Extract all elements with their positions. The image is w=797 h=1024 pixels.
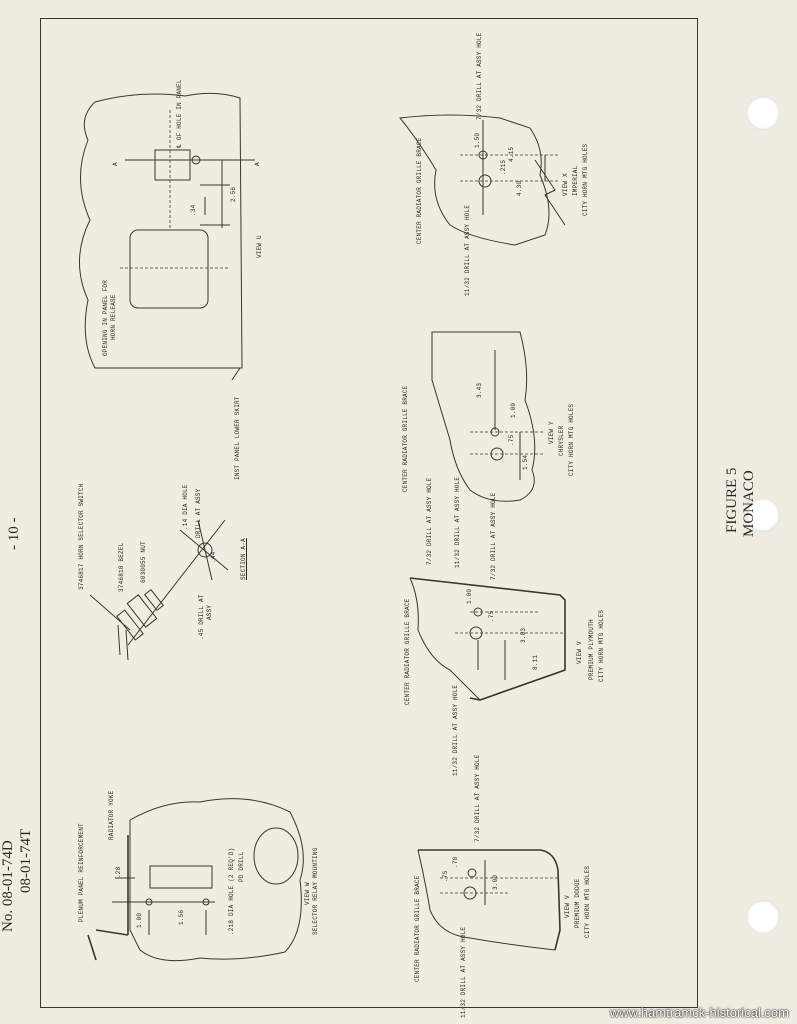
view-u-opening-label-line2: HORN RELEASE [110,294,117,340]
view-x-drawing [399,114,566,246]
section-aa-title: SECTION A-A [240,538,247,580]
view-w-title: VIEW W [304,882,311,905]
section-aa-drawing [89,519,229,661]
section-aa-switch-label: 3746817 HORN SELECTOR SWITCH [78,483,85,590]
view-v-plymouth-make: PREMIUM PLYMOUTH [588,619,595,680]
page-border [40,18,698,1008]
view-x-brace-label: CENTER RADIATOR GRILLE BRACE [416,137,423,244]
view-x-drill-top: 7/32 DRILL AT ASSY HOLE [476,32,483,120]
view-x-dim-430: 4.30 [516,180,523,196]
figure-label: FIGURE 5 [724,467,740,533]
view-y-make: CHRYSLER [558,425,565,456]
view-x-title: VIEW X [562,173,569,196]
view-w-dim-100: 1.00 [136,912,143,928]
view-w-dim-156: 1.56 [178,909,185,925]
view-v-dodge-holes: CITY HORN MTG HOLES [584,865,591,938]
section-aa-bezel-label: 3746818 BEZEL [118,542,125,592]
view-x-make: IMPERIAL [572,165,579,196]
view-v-dodge-dim-300: 3.00 [492,874,499,890]
view-u-dim-256: 2.56 [230,186,237,202]
view-x-dim-415: 4.15 [508,146,515,162]
view-v-dodge-drill-bottom: 11/32 DRILL AT ASSY HOLE [460,926,467,1018]
view-v-plymouth-dim-811: 8.11 [532,654,539,670]
view-v-plymouth-drawing [409,577,566,701]
view-v-plymouth-brace-label: CENTER RADIATOR GRILLE BRACE [404,598,411,705]
view-v-dodge-drawing [417,849,561,951]
view-u-dim-034: .34 [190,204,197,216]
view-u-opening-label-line1: OPENING IN PANEL FOR [102,279,109,356]
document-number-1: No. 08-01-74D [0,840,16,932]
document-number-2: 08-01-74T [18,828,34,893]
section-aa-dim-044: .44 [210,551,217,563]
view-y-holes: CITY HORN MTG HOLES [568,403,575,476]
view-y-dim-100: 1.00 [510,402,517,418]
view-w-yoke-label: RADIATOR YOKE [108,790,115,840]
view-v-plymouth-holes: CITY HORN MTG HOLES [598,609,605,682]
punch-hole-bottom [746,900,780,934]
view-w-drawing [87,798,304,962]
section-aa-nut-label: 6030055 NUT [140,541,147,583]
view-u-section-marker-right: A [254,162,261,166]
view-x-drill-bottom: 11/32 DRILL AT ASSY HOLE [464,204,471,296]
view-u-section-marker-left: A [112,162,119,166]
watermark-url: www.hamtramck-historical.com [609,1005,789,1020]
view-y-drawing [431,331,545,502]
section-aa-drill-line1: .45 DRILL AT [198,594,205,640]
view-v-plymouth-title: VIEW V [576,641,583,664]
view-v-plymouth-dim-075: .75 [488,610,495,622]
view-v-dodge-title: VIEW V [564,895,571,918]
view-y-title: VIEW Y [548,421,555,444]
view-x-dim-150: 1.50 [474,132,481,148]
view-y-dim-154: 1.54 [522,454,529,470]
punch-hole-top [746,96,780,130]
view-u-title: VIEW U [256,235,263,258]
view-w-dim-028: .28 [115,866,122,878]
view-y-drill-1: 7/32 DRILL AT ASSY HOLE [426,477,433,565]
view-w-reinforcement-label: PLENUM PANEL REINFORCEMENT [78,823,85,922]
section-aa-hole-line1: .14 DIA HOLE [182,484,189,530]
view-v-dodge-dim-070: .70 [452,856,459,868]
view-w-hole-line2: PD DRILL [238,851,245,882]
section-aa-hole-line2: DRILL AT ASSY [195,488,202,538]
view-v-plymouth-dim-303: 3.03 [520,627,527,643]
view-y-dim-343: 3.43 [476,382,483,398]
view-v-plymouth-dim-100: 1.00 [466,588,473,604]
view-y-brace-label: CENTER RADIATOR GRILLE BRACE [402,385,409,492]
view-x-holes: CITY HORN MTG HOLES [582,143,589,216]
section-aa-drill-line2: ASSY [206,604,213,620]
view-u-centerline-note: ℄ OF HOLE IN PANEL [176,79,183,148]
view-w-subtitle: SELECTOR RELAY MOUNTING [312,847,319,935]
punch-hole-middle [746,498,780,532]
view-v-dodge-dim-075: .75 [442,870,449,882]
figure-title: MONACO [741,470,757,537]
view-u-drawing [79,92,255,381]
view-v-plymouth-drill-top: 7/32 DRILL AT ASSY HOLE [490,492,497,580]
view-v-dodge-brace-label: CENTER RADIATOR GRILLE BRACE [414,875,421,982]
page-number: - 10 - [6,517,22,551]
view-u-skirt-label: INST PANEL LOWER SKIRT [234,396,241,480]
view-x-dim-215: .215 [500,159,507,175]
view-v-dodge-make: PREMIUM DODGE [574,878,581,928]
view-v-dodge-drill-top: 7/32 DRILL AT ASSY HOLE [474,754,481,842]
view-y-dim-075: .75 [508,434,515,446]
view-w-hole-line1: .218 DIA HOLE (2 REQ'D) [228,847,235,935]
view-v-plymouth-drill-bottom: 11/32 DRILL AT ASSY HOLE [452,684,459,776]
view-y-drill-2: 11/32 DRILL AT ASSY HOLE [454,476,461,568]
